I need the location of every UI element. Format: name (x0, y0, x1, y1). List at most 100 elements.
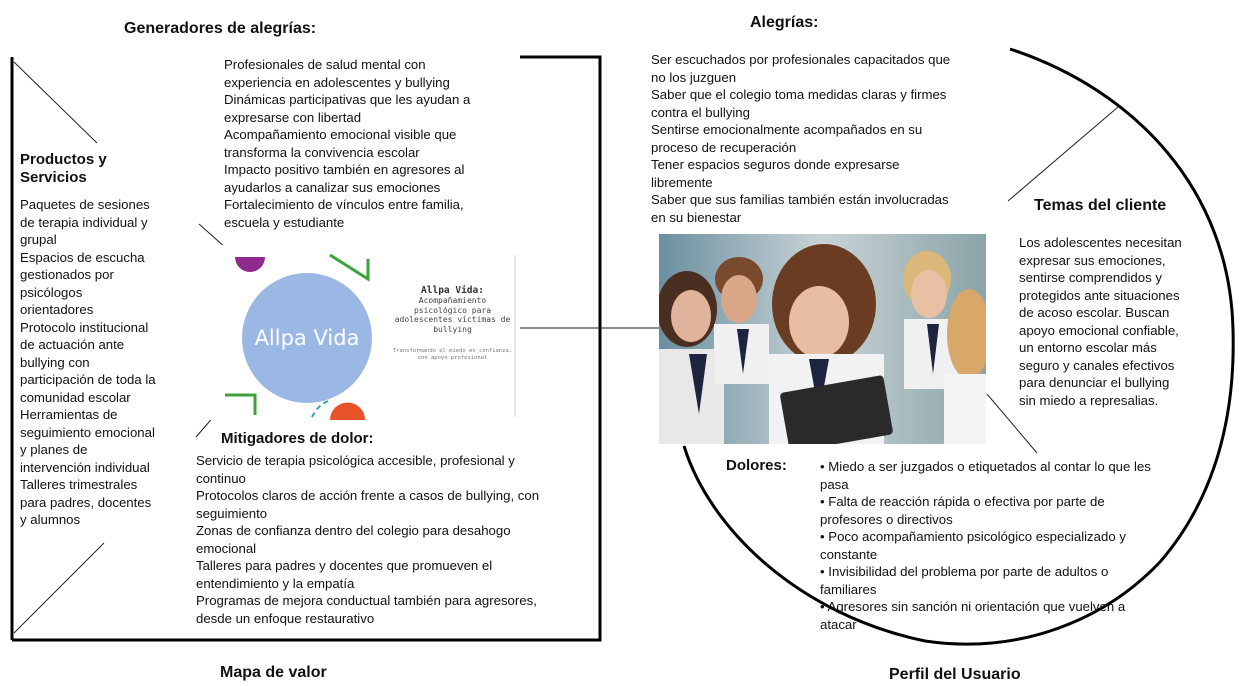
gains-list: Ser escuchados por profesionales capacit… (651, 51, 950, 226)
customer-job-line: sin miedo a represalias. (1019, 392, 1159, 408)
product-line: intervención individual (20, 459, 150, 475)
diagonal-circle-top-right (1007, 106, 1119, 202)
logo-side-subtitle: Acompañamiento psicológico para adolesce… (394, 296, 511, 334)
pain-line: • Miedo a ser juzgados o etiquetados al … (820, 459, 1151, 474)
diagonal-bottom-left (13, 542, 105, 634)
pain-relievers-heading: Mitigadores de dolor: (221, 430, 374, 447)
customer-job-line: sentirse comprendidos y (1019, 270, 1162, 285)
gain-line: libremente (651, 174, 713, 190)
pain-line: • Falta de reacción rápida o efectiva po… (820, 494, 1105, 509)
gain-line: contra el bullying (651, 104, 750, 120)
customer-job-line: para denunciar el bullying (1019, 375, 1170, 390)
product-line: grupal (20, 232, 57, 247)
gains-heading: Alegrías: (750, 14, 819, 31)
pains-list: • Miedo a ser juzgados o etiquetados al … (820, 458, 1151, 633)
allpa-vida-logo: Allpa Vida Allpa Vida: Acompañamiento ps… (200, 245, 520, 420)
pain-reliever-line: entendimiento y la empatía (196, 575, 355, 591)
logo-side-fine-print: Transformando el miedo en confianza, con… (392, 348, 513, 361)
pain-reliever-line: Zonas de confianza dentro del colegio pa… (196, 523, 511, 538)
pain-line: constante (820, 546, 878, 562)
gain-line: Tener espacios seguros donde expresarse (651, 157, 900, 172)
gain-creator-line: Acompañamiento emocional visible que (224, 127, 457, 142)
pain-line: atacar (820, 616, 857, 632)
value-map-square (10, 55, 602, 642)
customer-job-line: un entorno escolar más (1019, 340, 1157, 355)
logo-teal-dash (311, 400, 329, 418)
user-profile-caption: Perfil del Usuario (889, 666, 1021, 683)
product-line: bullying con (20, 354, 90, 370)
students-photo-illustration (659, 234, 986, 444)
customer-job-line: expresar sus emociones, (1019, 252, 1166, 268)
product-line: gestionados por (20, 267, 114, 282)
logo-side-text: Allpa Vida: Acompañamiento psicológico p… (390, 285, 515, 362)
product-line: participación de toda la (20, 372, 156, 387)
gain-line: proceso de recuperación (651, 139, 797, 155)
gain-creator-line: Profesionales de salud mental con (224, 57, 426, 72)
product-line: orientadores (20, 302, 94, 317)
pain-reliever-line: Programas de mejora conductual también p… (196, 593, 537, 608)
product-line: Paquetes de sesiones (20, 197, 150, 212)
gain-creators-list: Profesionales de salud mental con experie… (224, 56, 470, 231)
pain-reliever-line: continuo (196, 470, 246, 486)
pain-reliever-line: Protocolos claros de acción frente a cas… (196, 488, 540, 503)
products-list: Paquetes de sesiones de terapia individua… (20, 196, 156, 529)
gain-creator-line: experiencia en adolescentes y bullying (224, 74, 450, 90)
profile-circle-arc-right (1009, 47, 1235, 563)
gain-creator-line: escuela y estudiante (224, 214, 345, 230)
diagonal-top-left (13, 61, 98, 144)
gain-creator-line: expresarse con libertad (224, 109, 362, 125)
pain-reliever-line: emocional (196, 540, 257, 556)
logo-orange-arc (330, 402, 365, 420)
logo-green-corner-top (329, 253, 370, 282)
gain-creator-line: transforma la convivencia escolar (224, 144, 420, 160)
customer-jobs-heading: Temas del cliente (1034, 197, 1167, 214)
customer-job-line: de acoso escolar. Buscan (1019, 305, 1170, 320)
gain-line: Saber que el colegio toma medidas claras… (651, 87, 947, 102)
gain-creator-line: Fortalecimiento de vínculos entre famili… (224, 197, 464, 212)
pain-line: • Poco acompañamiento psicológico especi… (820, 529, 1126, 544)
customer-jobs-list: Los adolescentes necesitan expresar sus e… (1019, 234, 1182, 409)
pain-line: familiares (820, 581, 877, 597)
product-line: Herramientas de (20, 407, 118, 422)
product-line: Talleres trimestrales (20, 477, 138, 492)
logo-decorations (225, 253, 516, 420)
gain-creator-line: ayudarlos a canalizar sus emociones (224, 179, 441, 195)
pain-line: profesores o directivos (820, 511, 953, 527)
product-line: de actuación ante (20, 337, 125, 352)
logo-side-title: Allpa Vida: (421, 285, 484, 296)
products-heading: Productos y Servicios (20, 151, 107, 186)
diagonal-circle-bottom-right (986, 393, 1038, 454)
gain-line: en su bienestar (651, 209, 742, 225)
product-line: Espacios de escucha (20, 249, 145, 265)
pain-reliever-line: seguimiento (196, 505, 268, 521)
gain-creator-line: Dinámicas participativas que les ayudan … (224, 92, 471, 107)
pain-line: pasa (820, 476, 849, 492)
gain-line: Sentirse emocionalmente acompañados en s… (651, 122, 923, 137)
value-map-caption: Mapa de valor (220, 664, 327, 681)
pain-line: • Agresores sin sanción ni orientación q… (820, 599, 1126, 614)
pain-reliever-line: desde un enfoque restaurativo (196, 610, 375, 626)
product-line: para padres, docentes (20, 494, 152, 510)
pain-relievers-list: Servicio de terapia psicológica accesibl… (196, 452, 539, 627)
pain-line: • Invisibilidad del problema por parte d… (820, 564, 1109, 579)
logo-green-corner-bottom (225, 393, 257, 415)
gain-line: no los juzguen (651, 69, 737, 85)
pain-reliever-line: Talleres para padres y docentes que prom… (196, 558, 493, 573)
product-line: seguimiento emocional (20, 424, 155, 440)
gain-line: Ser escuchados por profesionales capacit… (651, 52, 951, 67)
product-line: de terapia individual y (20, 214, 148, 230)
profile-circle-arc-bottom (682, 445, 1162, 646)
product-line: psicólogos (20, 284, 83, 300)
students-photo (659, 234, 986, 444)
gain-creator-line: Impacto positivo también en agresores al (224, 162, 465, 177)
product-line: y alumnos (20, 512, 81, 527)
customer-job-line: Los adolescentes necesitan (1019, 235, 1182, 250)
customer-job-line: apoyo emocional confiable, (1019, 322, 1179, 338)
pain-reliever-line: Servicio de terapia psicológica accesibl… (196, 453, 515, 468)
logo-circle: Allpa Vida (242, 273, 372, 403)
gain-line: Saber que sus familias también están inv… (651, 192, 949, 207)
customer-job-line: seguro y canales efectivos (1019, 357, 1175, 373)
product-line: Protocolo institucional (20, 319, 149, 335)
pains-heading: Dolores: (726, 457, 787, 474)
